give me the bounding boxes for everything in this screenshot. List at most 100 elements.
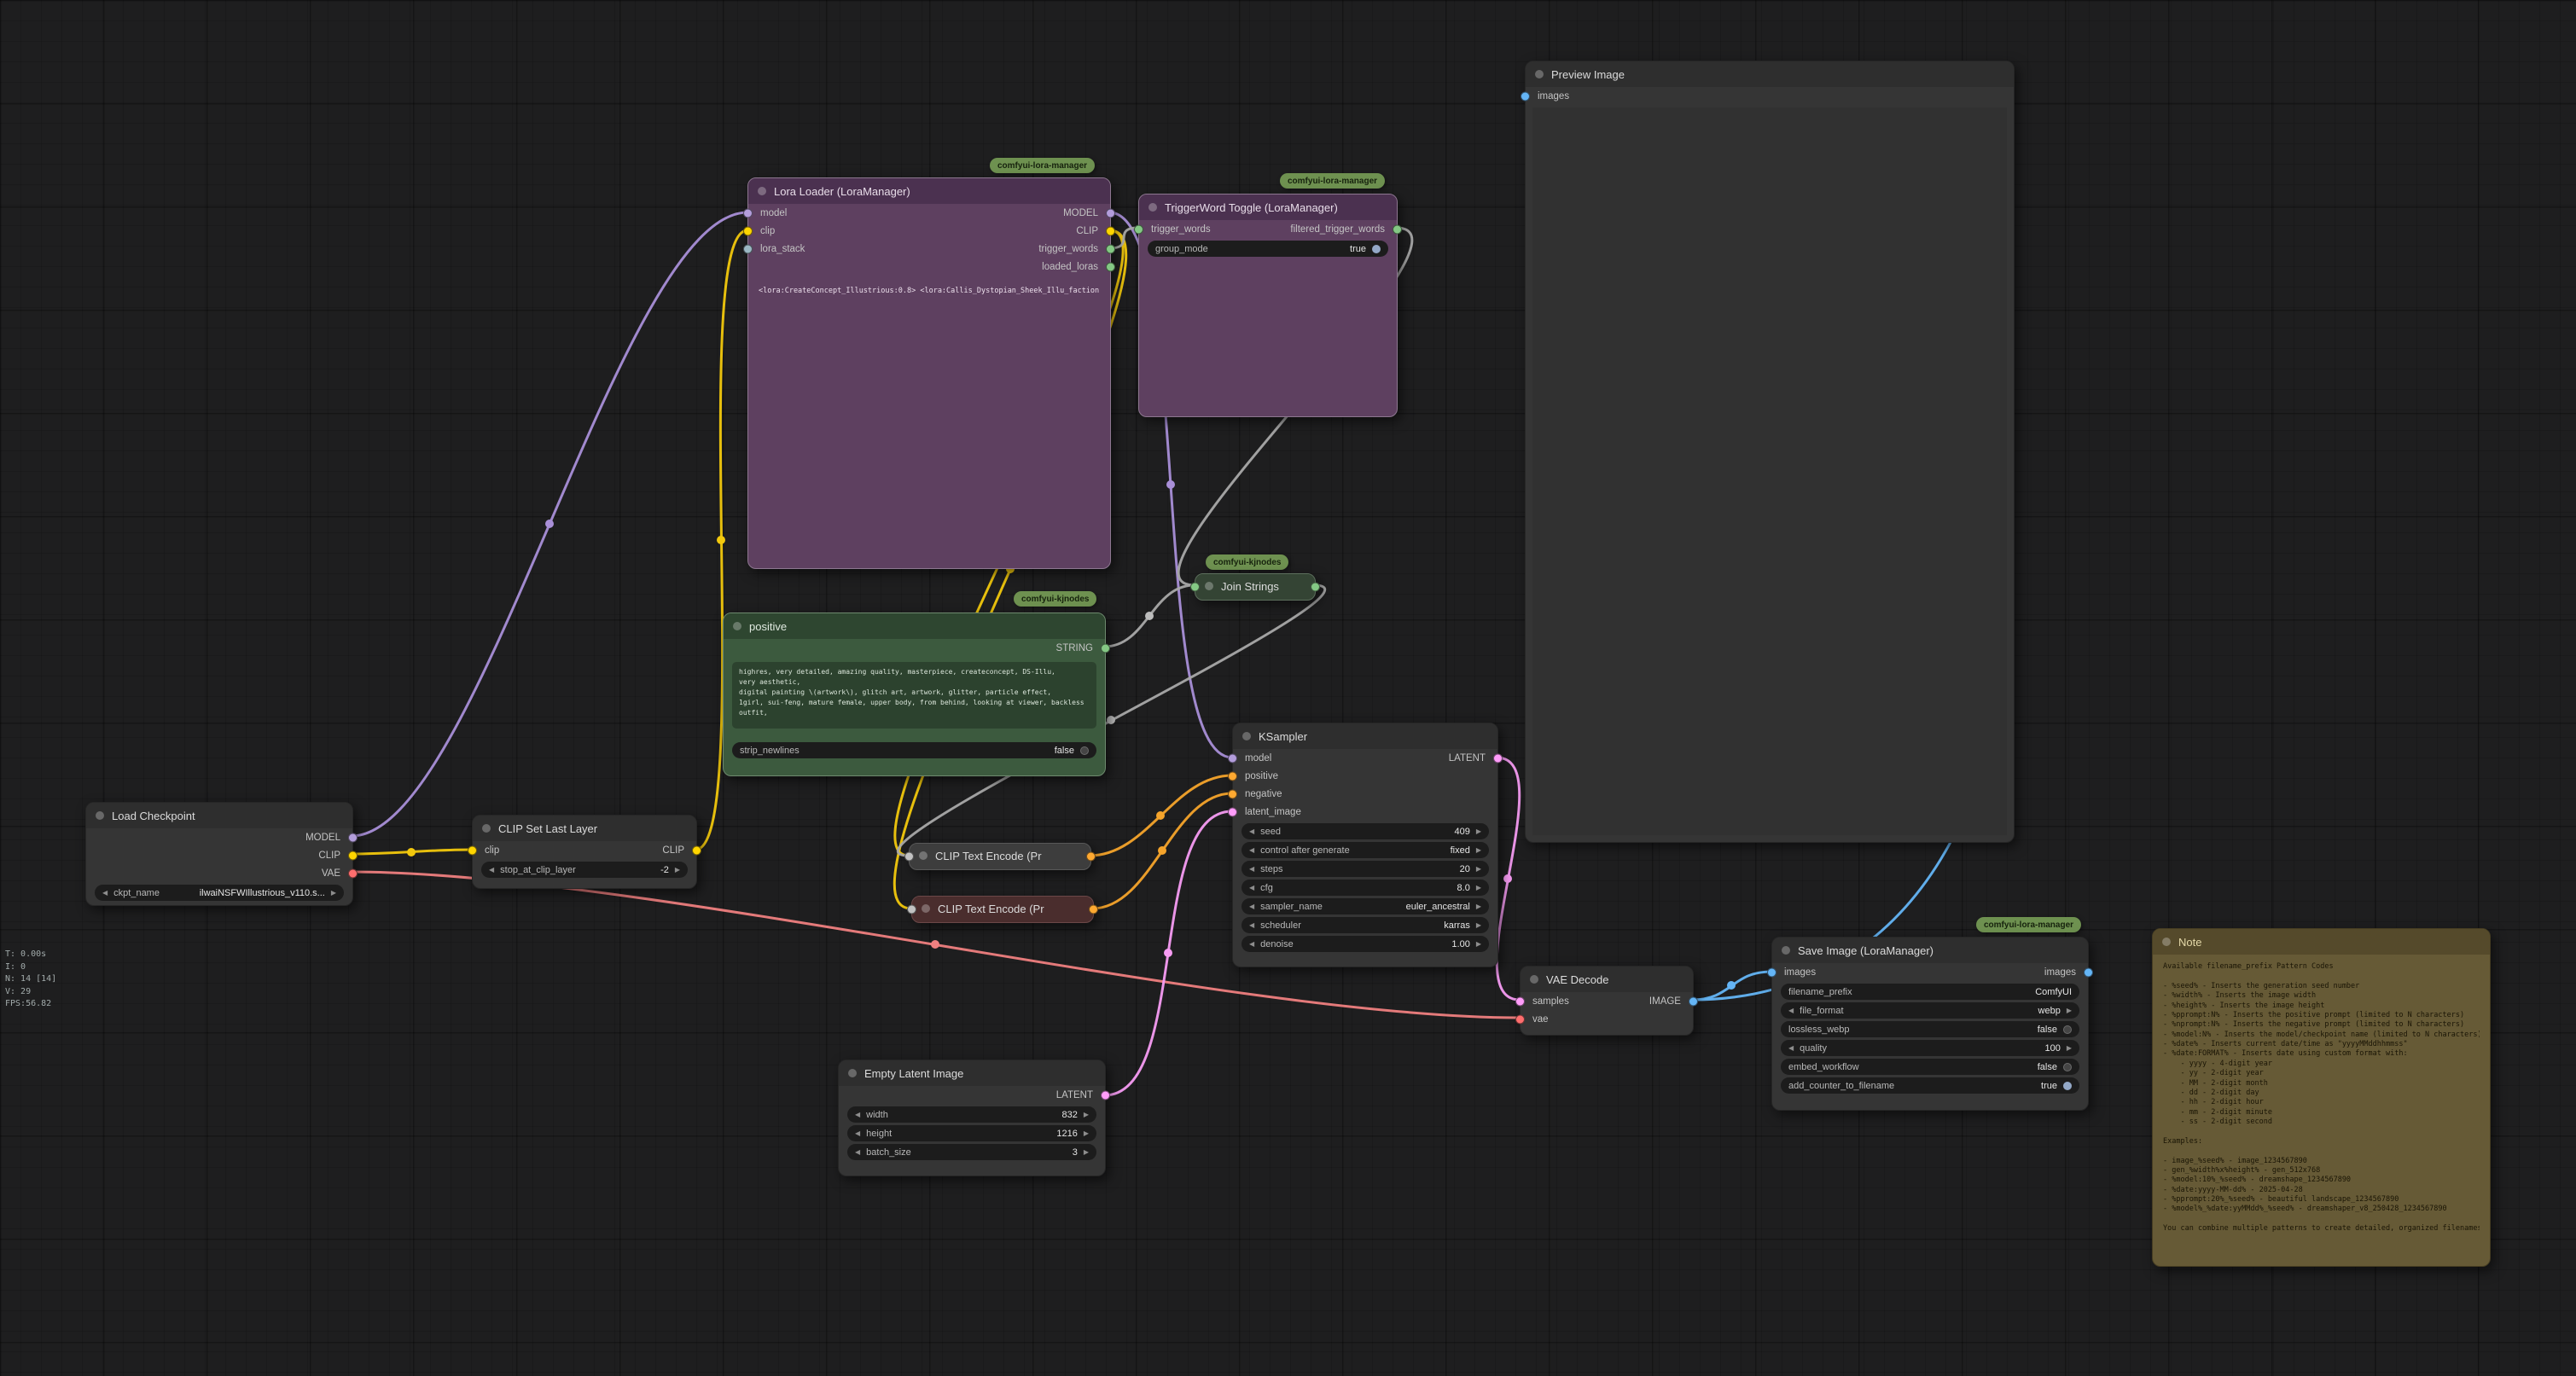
- collapse-dot-icon[interactable]: [1535, 70, 1544, 78]
- clip-output-port[interactable]: [692, 845, 701, 855]
- latent-output-port[interactable]: [1493, 753, 1503, 763]
- node-lora-loader[interactable]: Lora Loader (LoraManager) model MODEL cl…: [743, 177, 1115, 569]
- collapse-dot-icon[interactable]: [1242, 732, 1251, 740]
- toggle-on-icon[interactable]: [1372, 244, 1381, 253]
- node-preview-image[interactable]: Preview Image images: [1521, 61, 2015, 843]
- node-vae-decode[interactable]: VAE Decode samples IMAGE vae: [1515, 966, 1698, 1036]
- node-header[interactable]: Load Checkpoint: [86, 803, 352, 828]
- toggle-on-icon[interactable]: [2063, 1081, 2072, 1090]
- sampler-name-widget[interactable]: sampler_name euler_ancestral: [1241, 898, 1489, 914]
- text-input-port[interactable]: [904, 851, 914, 862]
- lossless-webp-toggle[interactable]: lossless_webp false: [1781, 1021, 2079, 1037]
- collapse-dot-icon[interactable]: [1205, 582, 1213, 590]
- model-output-port[interactable]: [348, 833, 358, 842]
- batch-size-widget[interactable]: batch_size 3: [847, 1144, 1096, 1160]
- scheduler-widget[interactable]: scheduler karras: [1241, 917, 1489, 933]
- samples-input-port[interactable]: [1515, 996, 1525, 1006]
- node-header[interactable]: Note: [2153, 929, 2490, 955]
- steps-widget[interactable]: steps 20: [1241, 861, 1489, 877]
- node-join-strings[interactable]: Join Strings: [1190, 573, 1320, 601]
- clip-output-port[interactable]: [348, 851, 358, 860]
- node-empty-latent-image[interactable]: Empty Latent Image LATENT width 832 heig…: [838, 1060, 1110, 1176]
- model-output-port[interactable]: [1106, 208, 1115, 218]
- node-triggerword-toggle[interactable]: TriggerWord Toggle (LoraManager) trigger…: [1134, 194, 1402, 417]
- node-header[interactable]: CLIP Text Encode (Pr: [904, 844, 1096, 868]
- node-header[interactable]: KSampler: [1233, 723, 1497, 749]
- node-header[interactable]: Lora Loader (LoraManager): [748, 178, 1110, 204]
- text-input-port[interactable]: [907, 904, 916, 914]
- seed-widget[interactable]: seed 409: [1241, 823, 1489, 839]
- lora-stack-input-port[interactable]: [743, 244, 753, 253]
- collapse-dot-icon[interactable]: [96, 811, 104, 820]
- positive-input-port[interactable]: [1228, 771, 1237, 781]
- width-widget[interactable]: width 832: [847, 1106, 1096, 1123]
- clip-output-port[interactable]: [1106, 226, 1115, 235]
- vae-input-port[interactable]: [1515, 1014, 1525, 1024]
- filtered-trigger-words-output-port[interactable]: [1393, 224, 1402, 234]
- node-header[interactable]: VAE Decode: [1521, 967, 1693, 992]
- images-input-port[interactable]: [1521, 91, 1530, 101]
- node-header[interactable]: Preview Image: [1526, 61, 2014, 87]
- collapse-dot-icon[interactable]: [1148, 203, 1157, 212]
- model-input-port[interactable]: [1228, 753, 1237, 763]
- node-header[interactable]: Join Strings: [1190, 574, 1320, 598]
- collapse-dot-icon[interactable]: [848, 1069, 857, 1077]
- toggle-off-icon[interactable]: [2063, 1062, 2072, 1071]
- collapse-dot-icon[interactable]: [1530, 975, 1538, 984]
- string-output-port[interactable]: [1311, 582, 1320, 592]
- node-header[interactable]: CLIP Set Last Layer: [473, 816, 696, 841]
- model-input-port[interactable]: [743, 208, 753, 218]
- lora-tags-text[interactable]: <lora:CreateConcept_Illustrious:0.8> <lo…: [759, 287, 1100, 295]
- trigger-words-output-port[interactable]: [1106, 244, 1115, 253]
- node-clip-text-encode-positive[interactable]: CLIP Text Encode (Pr: [904, 843, 1096, 870]
- cfg-widget[interactable]: cfg 8.0: [1241, 880, 1489, 896]
- collapse-dot-icon[interactable]: [758, 187, 766, 195]
- node-header[interactable]: Save Image (LoraManager): [1772, 938, 2088, 963]
- embed-workflow-toggle[interactable]: embed_workflow false: [1781, 1059, 2079, 1075]
- node-clip-text-encode-negative[interactable]: CLIP Text Encode (Pr: [907, 896, 1098, 923]
- collapse-dot-icon[interactable]: [1782, 946, 1790, 955]
- prompt-textarea[interactable]: highres, very detailed, amazing quality,…: [732, 662, 1096, 729]
- negative-input-port[interactable]: [1228, 789, 1237, 798]
- trigger-words-input-port[interactable]: [1134, 224, 1143, 234]
- toggle-off-icon[interactable]: [1080, 746, 1089, 755]
- collapse-dot-icon[interactable]: [922, 904, 930, 913]
- collapse-dot-icon[interactable]: [2162, 938, 2171, 946]
- loaded-loras-output-port[interactable]: [1106, 262, 1115, 271]
- file-format-widget[interactable]: file_format webp: [1781, 1002, 2079, 1019]
- ckpt-name-widget[interactable]: ckpt_name ilwaiNSFWIllustrious_v110.s...: [95, 885, 344, 901]
- conditioning-output-port[interactable]: [1086, 851, 1096, 862]
- stop-at-clip-layer-widget[interactable]: stop_at_clip_layer -2: [481, 862, 688, 878]
- string-output-port[interactable]: [1101, 643, 1110, 653]
- image-output-port[interactable]: [1689, 996, 1698, 1006]
- images-output-port[interactable]: [2084, 967, 2093, 977]
- group-mode-toggle[interactable]: group_mode true: [1148, 241, 1388, 257]
- node-header[interactable]: TriggerWord Toggle (LoraManager): [1139, 194, 1397, 220]
- clip-input-port[interactable]: [743, 226, 753, 235]
- collapse-dot-icon[interactable]: [733, 622, 741, 630]
- string-input-port[interactable]: [1190, 582, 1200, 592]
- add-counter-toggle[interactable]: add_counter_to_filename true: [1781, 1077, 2079, 1094]
- collapse-dot-icon[interactable]: [482, 824, 491, 833]
- node-header[interactable]: Empty Latent Image: [839, 1060, 1105, 1086]
- quality-widget[interactable]: quality 100: [1781, 1040, 2079, 1056]
- latent-image-input-port[interactable]: [1228, 807, 1237, 816]
- node-clip-set-last-layer[interactable]: CLIP Set Last Layer clip CLIP stop_at_cl…: [468, 815, 701, 889]
- vae-output-port[interactable]: [348, 868, 358, 878]
- node-header[interactable]: CLIP Text Encode (Pr: [907, 897, 1098, 920]
- strip-newlines-toggle[interactable]: strip_newlines false: [732, 742, 1096, 758]
- node-load-checkpoint[interactable]: Load Checkpoint MODEL CLIP VAE ckpt_name…: [85, 802, 358, 906]
- collapse-dot-icon[interactable]: [919, 851, 927, 860]
- node-note[interactable]: Note Available filename_prefix Pattern C…: [2152, 928, 2491, 1267]
- height-widget[interactable]: height 1216: [847, 1125, 1096, 1141]
- node-ksampler[interactable]: KSampler model LATENT positive negative …: [1228, 723, 1503, 967]
- conditioning-output-port[interactable]: [1089, 904, 1098, 914]
- node-save-image[interactable]: Save Image (LoraManager) images images f…: [1767, 937, 2093, 1111]
- clip-input-port[interactable]: [468, 845, 477, 855]
- images-input-port[interactable]: [1767, 967, 1776, 977]
- latent-output-port[interactable]: [1101, 1090, 1110, 1100]
- control-after-generate-widget[interactable]: control after generate fixed: [1241, 842, 1489, 858]
- node-positive-prompt[interactable]: positive STRING highres, very detailed, …: [723, 613, 1110, 776]
- toggle-off-icon[interactable]: [2063, 1025, 2072, 1034]
